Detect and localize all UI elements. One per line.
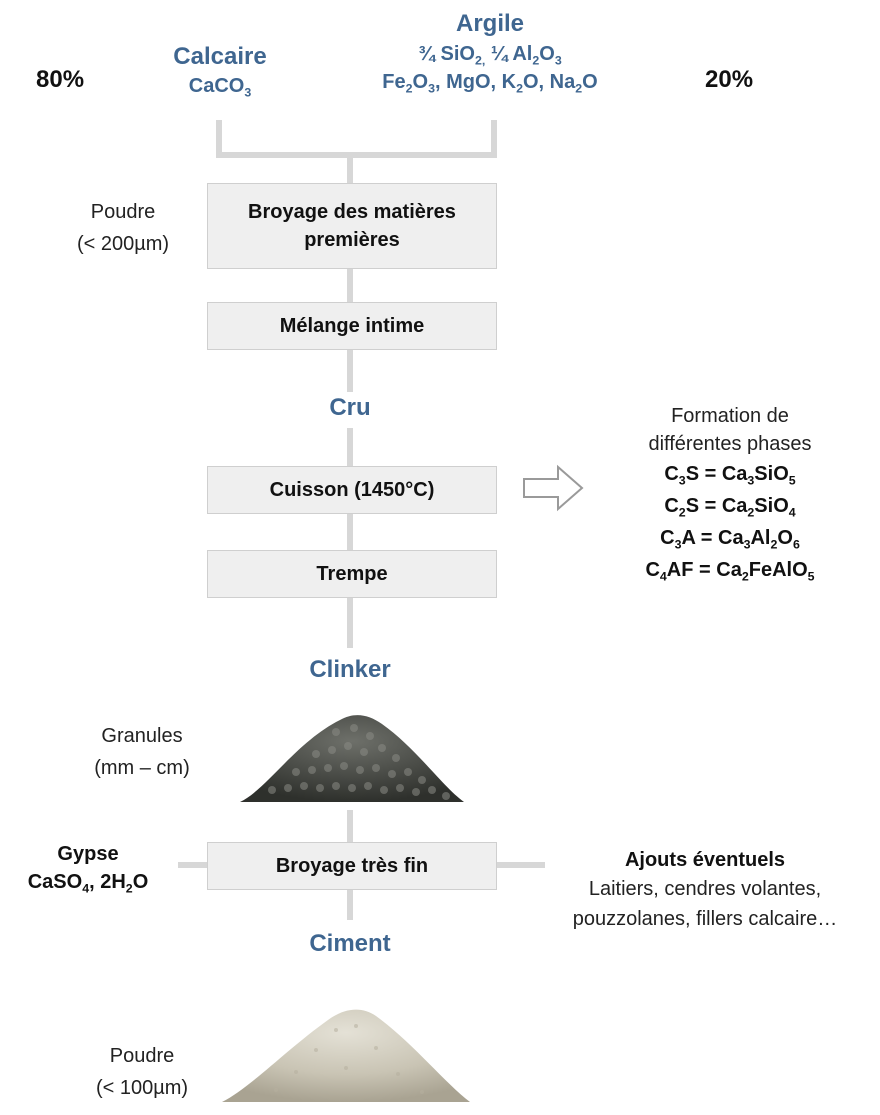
connector-clinker-broyage-fin — [347, 810, 353, 842]
trempe-box: Trempe — [207, 550, 497, 598]
calcaire-name: Calcaire — [173, 43, 267, 70]
broyage-box: Broyage des matières premières — [207, 183, 497, 269]
melange-label: Mélange intime — [279, 315, 425, 337]
ciment-side-note: Poudre (< 100µm) — [95, 1045, 189, 1099]
broyage-fin-box: Broyage très fin — [207, 842, 497, 890]
clinker-label: Clinker — [309, 656, 391, 683]
argile-name: Argile — [455, 10, 524, 37]
trempe-label: Trempe — [316, 563, 388, 585]
cru-label: Cru — [329, 394, 371, 421]
bracket-right-leg — [491, 120, 497, 158]
argile-percent: 20% — [705, 66, 754, 93]
connector-broyage-melange — [347, 269, 353, 302]
cuisson-label: Cuisson (1450°C) — [269, 479, 435, 501]
ajouts-block: Ajouts éventuels Laitiers, cendres volan… — [540, 846, 870, 934]
argile-composition-line2: Fe2O3, MgO, K2O, Na2O — [382, 71, 598, 96]
ajouts-line1: Laitiers, cendres volantes, — [588, 878, 822, 900]
gypse-formula: CaSO4, 2H2O — [27, 871, 149, 896]
gypse-block: Gypse CaSO4, 2H2O — [6, 840, 170, 896]
broyage-label-line2: premières — [304, 229, 400, 251]
connector-gypse — [178, 862, 208, 868]
phase-c4af: C4AF = Ca2FeAlO5 — [645, 559, 815, 584]
phases-block: Formation de différentes phases C3S = Ca… — [600, 402, 860, 586]
clinker-side-note: Granules (mm – cm) — [94, 725, 190, 779]
connector-cuisson-trempe — [347, 514, 353, 550]
phase-c3s: C3S = Ca3SiO5 — [664, 463, 796, 488]
argile-composition-line1: ¾ SiO2, ¼ Al2O3 — [418, 43, 562, 68]
cuisson-box: Cuisson (1450°C) — [207, 466, 497, 514]
phases-title-line1: Formation de — [671, 405, 789, 427]
gypse-name: Gypse — [57, 843, 119, 865]
broyage-side-note: Poudre (< 200µm) — [76, 201, 170, 255]
arrow-right-icon — [523, 464, 584, 512]
bracket-left-leg — [216, 120, 222, 158]
connector-bracket-broyage — [347, 152, 353, 184]
ajouts-line2: pouzzolanes, fillers calcaire… — [572, 908, 838, 930]
argile-label: Argile ¾ SiO2, ¼ Al2O3 Fe2O3, MgO, K2O, … — [340, 8, 640, 96]
connector-broyage-fin-ciment — [347, 890, 353, 920]
ciment-label: Ciment — [309, 930, 391, 957]
phase-c3a: C3A = Ca3Al2O6 — [660, 527, 800, 552]
phase-c2s: C2S = Ca2SiO4 — [664, 495, 796, 520]
broyage-label-line1: Broyage des matières — [248, 201, 456, 223]
phases-title-line2: différentes phases — [648, 433, 812, 455]
melange-box: Mélange intime — [207, 302, 497, 350]
clinker-pile-image — [240, 715, 464, 802]
calcaire-percent: 80% — [36, 66, 85, 93]
broyage-fin-label: Broyage très fin — [275, 855, 429, 877]
connector-ajouts — [497, 862, 545, 868]
bracket-bar — [216, 152, 497, 158]
connector-melange-cru — [347, 350, 353, 392]
ajouts-title: Ajouts éventuels — [624, 849, 786, 871]
connector-trempe-clinker — [347, 598, 353, 648]
calcaire-label: Calcaire CaCO3 — [140, 42, 300, 100]
calcaire-formula: CaCO3 — [188, 75, 252, 100]
ciment-powder-image — [222, 1009, 470, 1102]
connector-cru-cuisson — [347, 428, 353, 466]
